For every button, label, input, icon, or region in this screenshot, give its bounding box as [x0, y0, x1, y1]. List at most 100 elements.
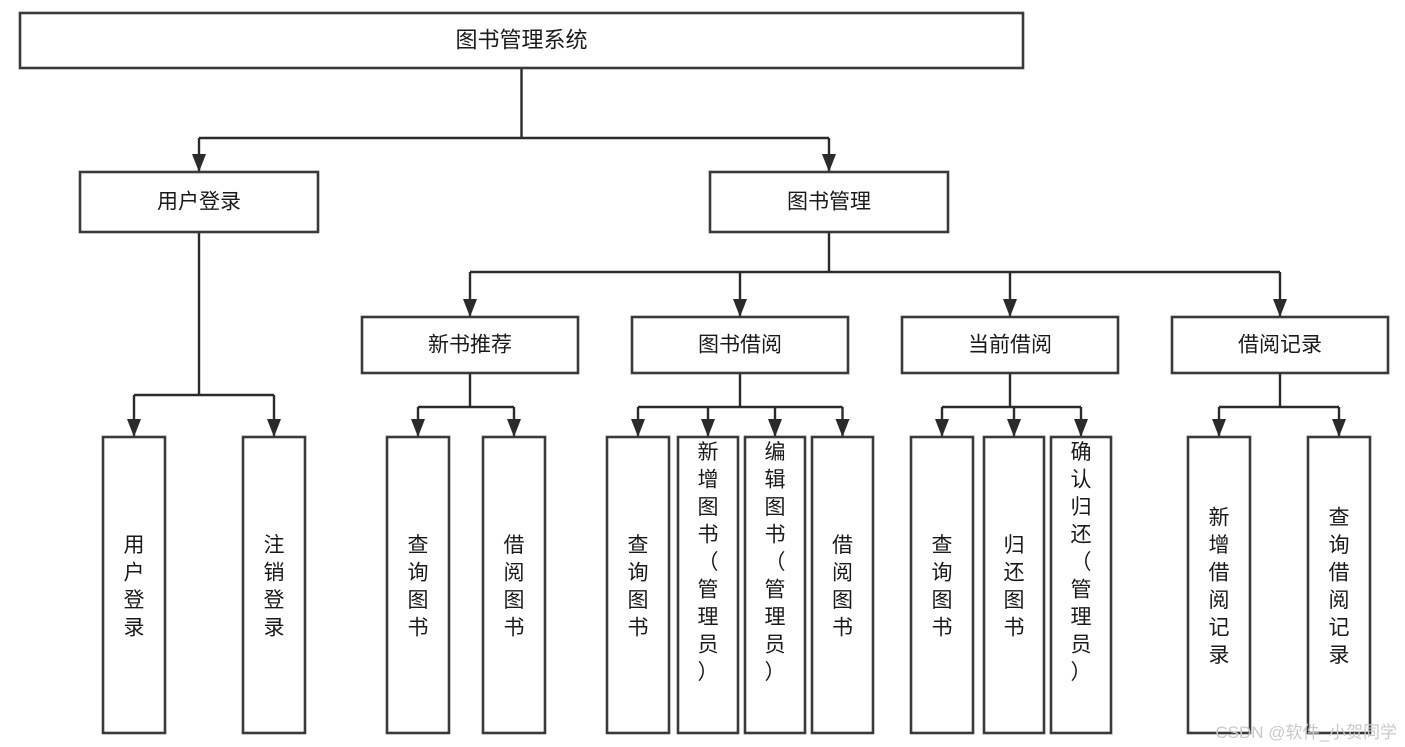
node-level2-label: 图书管理	[787, 191, 871, 214]
node-level2-label: 用户登录	[157, 191, 241, 214]
node-leaf-label-char: 书	[504, 617, 525, 640]
node-leaf-label-char: 询	[932, 562, 953, 585]
node-leaf-label-char: 户	[124, 562, 145, 585]
node-leaf-rect[interactable]	[385, 435, 451, 735]
edge-arrowhead	[463, 299, 477, 317]
node-leaf-label-char: 询	[408, 562, 429, 585]
node-leaf-label-char: 录	[264, 617, 285, 640]
edge-arrowhead	[733, 299, 747, 317]
nodes-layer: 图书管理系统用户登录图书管理新书推荐图书借阅当前借阅借阅记录用户登录注销登录查询…	[18, 11, 1390, 735]
node-level3-rect[interactable]	[900, 315, 1120, 375]
node-leaf-label-char: 图	[932, 589, 953, 612]
node-leaf-label-char: 新	[698, 441, 719, 464]
node-leaf-rect[interactable]	[1186, 435, 1252, 735]
node-leaf-label-char: 理	[765, 606, 786, 629]
node-leaf-rect[interactable]	[101, 435, 167, 735]
node-leaf-label-char: 归	[1004, 534, 1025, 557]
edge-arrowhead	[1212, 419, 1226, 437]
node-leaf-rect[interactable]	[909, 435, 975, 735]
node-leaf-label-char: （	[765, 551, 786, 574]
node-leaf-rect[interactable]	[810, 435, 875, 735]
node-leaf-rect[interactable]	[481, 435, 547, 735]
node-root[interactable]: 图书管理系统	[18, 11, 1025, 70]
node-leaf-label-char: 登	[124, 589, 145, 612]
edge-arrowhead	[822, 154, 836, 172]
node-leaf-label-char: 管	[765, 579, 786, 602]
node-leaf-label-char: ）	[698, 661, 719, 684]
node-leaf-label-char: 查	[932, 534, 953, 557]
node-leaf-label-char: 归	[1071, 496, 1092, 519]
node-level3-rect[interactable]	[1170, 315, 1390, 375]
node-level2-rect[interactable]	[708, 170, 950, 234]
node-leaf-label-char: 编	[765, 441, 786, 464]
node-leaf-label-char: 借	[1329, 562, 1350, 585]
node-leaf-rect[interactable]	[676, 435, 740, 735]
node-level2[interactable]: 图书管理	[708, 170, 950, 234]
node-level3[interactable]: 图书借阅	[630, 315, 850, 375]
edge-arrowhead	[127, 419, 141, 437]
node-leaf-rect[interactable]	[241, 435, 307, 735]
node-leaf[interactable]: 用户登录	[101, 435, 167, 735]
node-leaf-label-char: 注	[264, 534, 285, 557]
edge-arrowhead	[1273, 299, 1287, 317]
edge-arrowhead	[1007, 419, 1021, 437]
node-leaf-label-char: （	[698, 551, 719, 574]
node-leaf-label-char: 图	[698, 496, 719, 519]
node-leaf-label-char: 员	[765, 634, 786, 657]
node-leaf-label-char: 阅	[504, 562, 525, 585]
node-level3[interactable]: 新书推荐	[360, 315, 580, 375]
node-leaf-label-char: 询	[628, 562, 649, 585]
node-level2[interactable]: 用户登录	[78, 170, 320, 234]
node-level3-label: 图书借阅	[698, 334, 782, 357]
node-leaf-label-char: 录	[1209, 644, 1230, 667]
node-level2-rect[interactable]	[78, 170, 320, 234]
node-leaf-label-char: 图	[832, 589, 853, 612]
node-leaf-label-char: 记	[1329, 617, 1350, 640]
edge-arrowhead	[631, 419, 645, 437]
node-leaf-rect[interactable]	[1306, 435, 1372, 735]
node-leaf-rect[interactable]	[982, 435, 1046, 735]
node-leaf-label-char: 图	[628, 589, 649, 612]
edge-图书借阅-to-leaves	[631, 373, 850, 437]
node-leaf-label-char: 理	[1071, 606, 1092, 629]
node-leaf-label-char: 图	[1004, 589, 1025, 612]
edge-arrowhead	[411, 419, 425, 437]
node-level3-rect[interactable]	[630, 315, 850, 375]
node-leaf-label-char: ）	[765, 661, 786, 684]
node-level3-rect[interactable]	[360, 315, 580, 375]
node-level3[interactable]: 当前借阅	[900, 315, 1120, 375]
edge-arrowhead	[935, 419, 949, 437]
node-leaf-label-char: 确	[1071, 441, 1092, 464]
node-leaf-rect[interactable]	[605, 435, 671, 735]
node-leaf-rect[interactable]	[743, 435, 807, 735]
node-level3-label: 新书推荐	[428, 334, 512, 357]
edge-root-to-level2	[192, 68, 836, 172]
node-leaf-label-char: 记	[1209, 617, 1230, 640]
node-leaf-label-char: 录	[124, 617, 145, 640]
node-leaf-rect[interactable]	[1049, 435, 1113, 735]
node-leaf-label-char: 辑	[765, 469, 786, 492]
node-level3[interactable]: 借阅记录	[1170, 315, 1390, 375]
edge-arrowhead	[267, 419, 281, 437]
edge-用户登录-to-leaves	[127, 232, 281, 437]
node-root-rect[interactable]	[18, 11, 1025, 70]
edge-新书推荐-to-leaves	[411, 373, 521, 437]
edge-arrowhead	[1332, 419, 1346, 437]
node-leaf-label-char: 理	[698, 606, 719, 629]
node-leaf-label-char: 查	[408, 534, 429, 557]
node-leaf-label-char: 书	[765, 524, 786, 547]
